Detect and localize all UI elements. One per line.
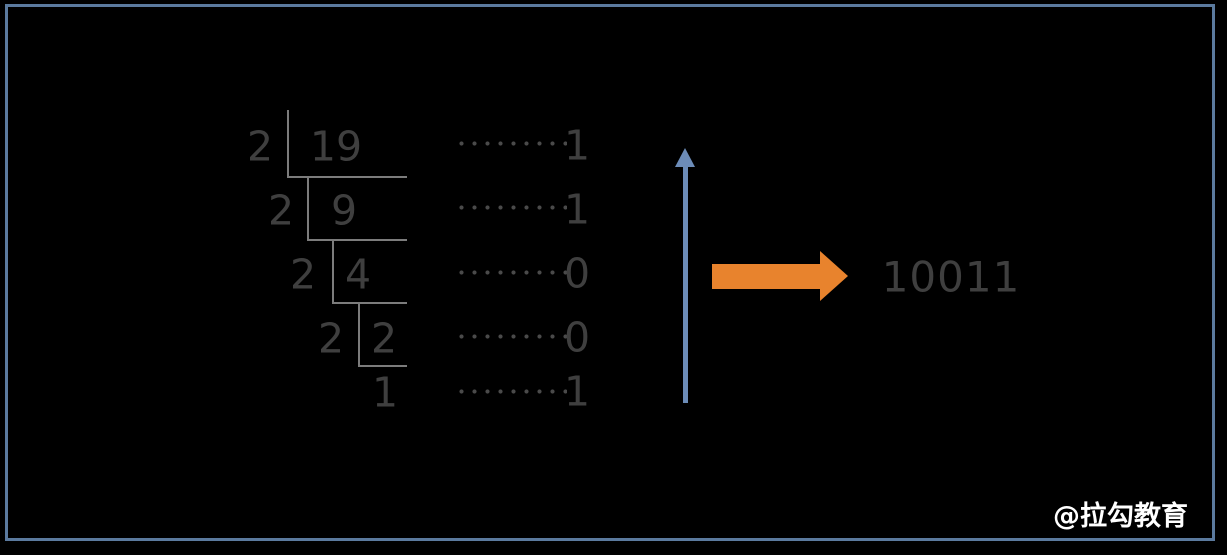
ladder-vline-3 [332, 239, 334, 304]
ladder-hline-3 [332, 302, 407, 304]
right-arrow-head [820, 251, 848, 301]
dotted-leader [455, 270, 567, 275]
dotted-leader [455, 334, 567, 339]
ladder-hline-2 [307, 239, 407, 241]
dividend: 2 [370, 314, 398, 363]
right-arrow-shaft [712, 264, 820, 289]
final-quotient: 1 [371, 368, 399, 417]
up-arrow-shaft [683, 166, 688, 403]
dotted-leader [455, 389, 567, 394]
ladder-vline-2 [307, 176, 309, 241]
dividend: 4 [344, 250, 372, 299]
dotted-leader [455, 141, 567, 146]
divisor: 2 [289, 250, 317, 299]
dotted-leader [455, 205, 567, 210]
watermark: @拉勾教育 [1053, 501, 1188, 532]
up-arrow-head [675, 148, 695, 167]
remainder: 1 [563, 185, 591, 234]
divisor: 2 [317, 314, 345, 363]
remainder: 1 [563, 367, 591, 416]
divisor: 2 [267, 186, 295, 235]
dividend: 19 [309, 122, 363, 171]
ladder-hline-4 [358, 365, 407, 367]
remainder: 0 [563, 249, 591, 298]
dividend: 9 [330, 186, 358, 235]
ladder-vline-4 [358, 302, 360, 367]
binary-result: 10011 [881, 252, 1021, 302]
remainder: 0 [563, 313, 591, 362]
remainder: 1 [563, 121, 591, 170]
divisor: 2 [246, 122, 274, 171]
ladder-vline-1 [287, 110, 289, 178]
slide-border [5, 4, 1215, 541]
ladder-hline-1 [287, 176, 407, 178]
